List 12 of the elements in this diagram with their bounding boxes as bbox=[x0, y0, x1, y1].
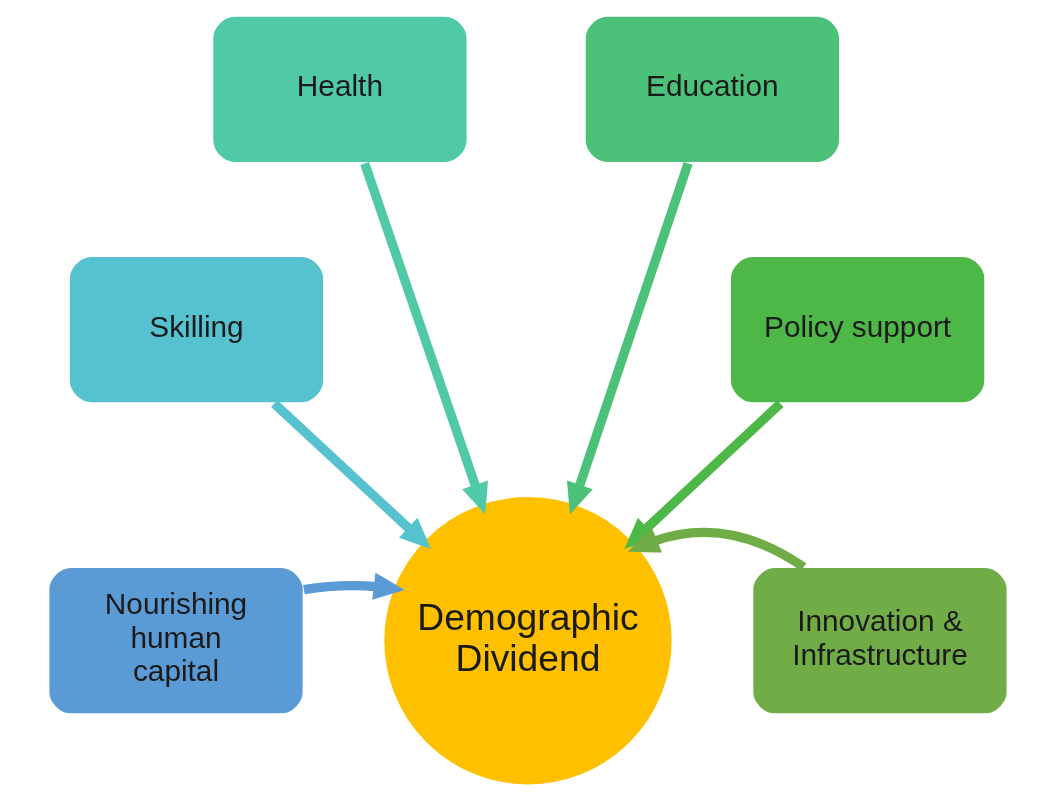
node-box: Policy support bbox=[728, 255, 986, 405]
node-box: Education bbox=[583, 14, 841, 164]
arrow bbox=[623, 400, 784, 549]
node-box: Innovation & Infrastructure bbox=[751, 566, 1008, 716]
node-box: Skilling bbox=[67, 255, 325, 405]
arrow bbox=[302, 572, 405, 600]
node-box: Health bbox=[210, 14, 468, 164]
arrow bbox=[359, 161, 488, 515]
arrow bbox=[566, 161, 692, 515]
node-box: Nourishing human capital bbox=[47, 566, 304, 716]
node-circle: Demographic Dividend bbox=[382, 495, 673, 787]
arrow bbox=[270, 400, 431, 549]
